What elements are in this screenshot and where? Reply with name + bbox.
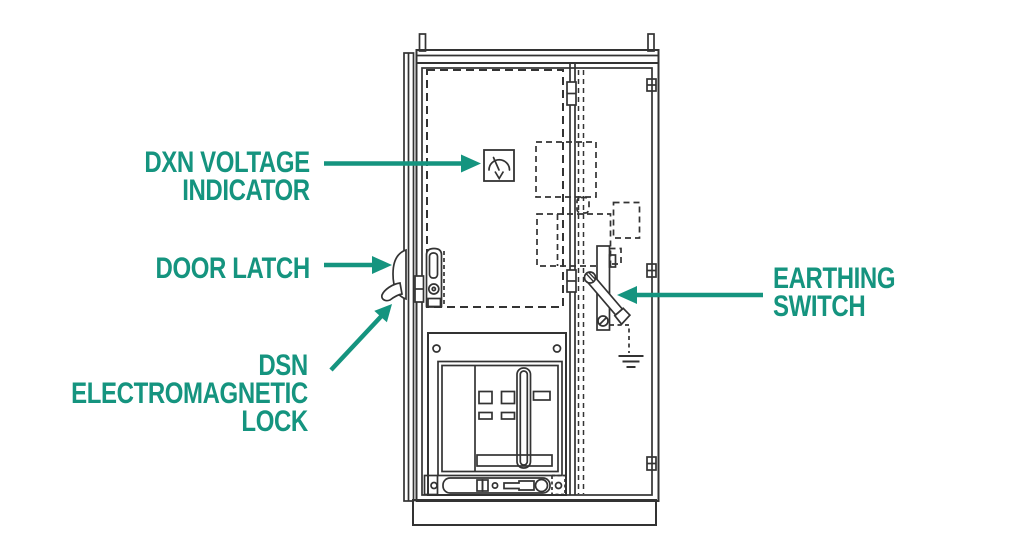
- breaker-screw-right: [552, 344, 562, 353]
- earthing-switch-screw-slot: [598, 316, 608, 326]
- racking-handle-shape: [503, 480, 535, 491]
- cabinet-top-bar: [415, 49, 660, 64]
- voltage-indicator-arrow: [324, 154, 481, 173]
- label-line: DSN: [258, 349, 309, 382]
- label-line: INDICATOR: [182, 174, 310, 207]
- label-voltage-indicator: DXN VOLTAGE INDICATOR: [144, 146, 311, 207]
- breaker-indicator-2: [500, 411, 516, 420]
- breaker-button-2: [500, 390, 516, 405]
- label-electromagnetic-lock: DSN ELECTROMAGNETIC LOCK: [71, 349, 309, 438]
- voltmeter-needle: [492, 156, 500, 171]
- lifting-pin-left: [418, 33, 427, 52]
- label-line: ELECTROMAGNETIC: [71, 377, 308, 410]
- racking-bracket-right: [551, 474, 566, 496]
- earthing-switch-tab: [608, 254, 617, 268]
- earth-connection-dashed-line: [610, 324, 630, 353]
- component-box-wide: [536, 213, 612, 267]
- voltmeter-arc: [488, 158, 511, 171]
- door-dashed-outline: [426, 69, 564, 308]
- voltage-indicator-symbol: [483, 149, 515, 182]
- internal-component-boxes: [535, 141, 641, 267]
- voltmeter-v-glyph: [494, 171, 505, 181]
- racking-bracket-right-screw: [554, 481, 563, 490]
- breaker-indicator-1: [478, 411, 493, 420]
- label-door-latch: DOOR LATCH: [155, 252, 311, 285]
- inner-dashed-partition: [577, 70, 585, 494]
- door-latch-arrow: [324, 256, 392, 274]
- component-box-right: [612, 201, 641, 239]
- door-panel: [426, 69, 564, 308]
- latch-foot: [427, 297, 442, 308]
- breaker-screw-left: [432, 344, 441, 353]
- label-line: DXN VOLTAGE: [144, 146, 311, 179]
- circuit-breaker-drawing: [423, 332, 567, 496]
- latch-keyhole: [427, 283, 440, 295]
- breaker-front-panel-inner: [441, 364, 559, 473]
- electromagnetic-lock-arrow: [329, 304, 392, 372]
- earthing-switch-assembly: [583, 245, 644, 368]
- right-wall-clip-top: [646, 78, 657, 92]
- right-wall-clip-bottom: [646, 456, 657, 471]
- latch-keyhole-pin: [431, 286, 437, 292]
- racking-block-2: [481, 479, 489, 492]
- label-line: EARTHING: [773, 262, 896, 295]
- ground-symbol: [618, 355, 644, 368]
- pivot-cap-hatching: [586, 272, 596, 282]
- label-line: LOCK: [241, 405, 309, 438]
- racking-hole: [491, 482, 499, 489]
- callout-arrows: [324, 154, 763, 372]
- right-wall-clip-middle: [646, 263, 657, 278]
- racking-strip: [442, 477, 551, 494]
- breaker-button-1: [478, 390, 493, 405]
- door-latch-assembly: [381, 247, 443, 308]
- breaker-outer-frame: [427, 332, 567, 496]
- earthing-switch-lever-grip: [613, 307, 632, 326]
- racking-bracket-left-screw: [430, 481, 438, 490]
- label-line: DOOR LATCH: [155, 252, 311, 285]
- breaker-vertical-slot: [516, 367, 532, 469]
- label-line: SWITCH: [773, 290, 866, 323]
- divider-hinge-bottom: [566, 269, 577, 293]
- cabinet-base-plinth: [412, 499, 657, 526]
- latch-slot: [428, 252, 439, 279]
- racking-port: [534, 478, 549, 493]
- lifting-pin-right: [647, 33, 655, 52]
- breaker-front-panel: [437, 360, 563, 477]
- earthing-switch-arrow: [617, 286, 763, 304]
- voltage-indicator-box: [483, 149, 515, 182]
- breaker-bottom-bar: [476, 454, 553, 467]
- breaker-nameplate: [532, 390, 551, 401]
- divider-hinge-top: [566, 81, 577, 106]
- label-earthing-switch: EARTHING SWITCH: [773, 262, 896, 323]
- component-box-small-keeper: [576, 196, 590, 214]
- lock-hook-lever: [381, 282, 403, 302]
- breaker-vertical-slot-inner: [519, 370, 529, 466]
- component-box-upper: [535, 141, 597, 198]
